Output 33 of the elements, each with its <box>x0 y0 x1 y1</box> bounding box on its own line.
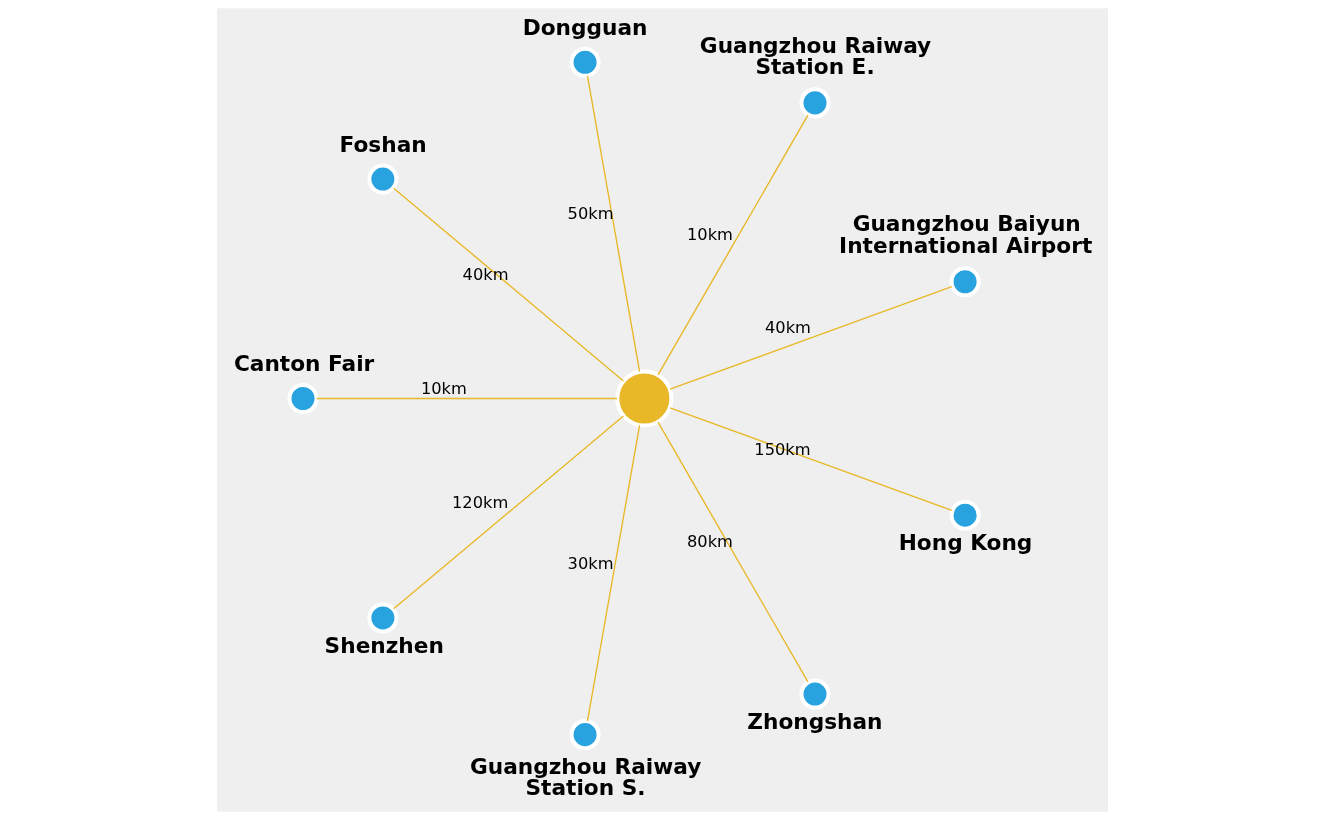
node-circle <box>615 369 674 428</box>
node-circle <box>367 602 399 634</box>
connector <box>657 114 809 376</box>
edge-label: 120km <box>451 492 509 512</box>
connector <box>316 397 618 400</box>
node-circle <box>799 87 831 119</box>
connector <box>586 75 641 373</box>
connector <box>669 407 953 512</box>
node-label: Shenzhen <box>324 632 444 658</box>
connector <box>586 424 641 722</box>
node-circle <box>949 266 981 298</box>
node-circle <box>287 382 319 415</box>
edge-label: 40km <box>764 318 811 338</box>
node-label: Guangzhou Raiway Station E. <box>699 32 932 80</box>
connector <box>657 421 809 683</box>
node-label: Zhongshan <box>747 709 883 735</box>
edge-label: 30km <box>567 553 614 573</box>
connector <box>393 187 625 382</box>
node-label: Guangzhou Baiyun International Airport <box>839 211 1093 259</box>
connector <box>393 415 625 610</box>
node-circle <box>569 719 601 751</box>
node-label: Dongguan <box>522 14 648 40</box>
node-circle <box>949 499 981 531</box>
node-label: Canton Fair <box>233 351 375 377</box>
node-circle <box>569 46 601 78</box>
node-circle <box>799 678 831 710</box>
node-label: Hong Kong <box>898 530 1033 556</box>
node-label: Guangzhou Raiway Station S. <box>469 753 702 801</box>
edge-label: 10km <box>420 378 467 398</box>
node-label: Foshan <box>339 131 427 157</box>
edge-label: 10km <box>687 225 733 245</box>
connector <box>669 285 953 390</box>
node-circle <box>367 163 399 195</box>
